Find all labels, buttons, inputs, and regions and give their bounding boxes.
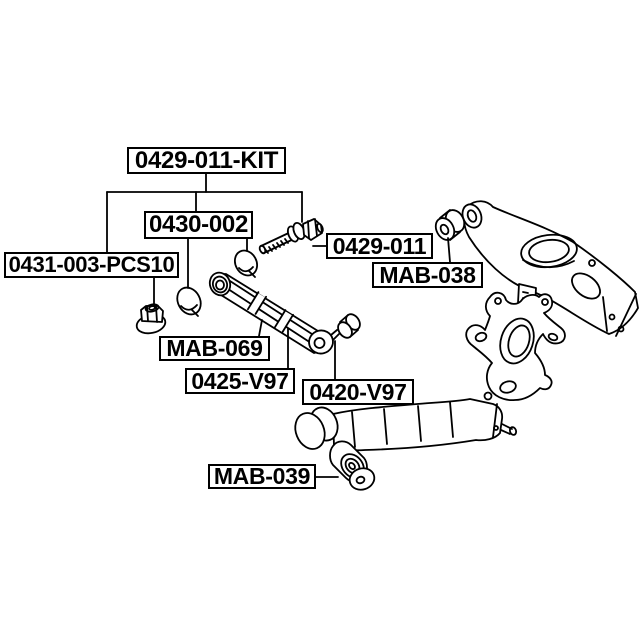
upper-lateral-arm-drawing — [208, 271, 340, 355]
part-label-0429-011: 0429-011 — [326, 233, 433, 259]
part-label-0425-v97: 0425-V97 — [185, 368, 295, 394]
cam-washer-left-drawing — [176, 286, 202, 317]
part-label-mab-038: MAB-038 — [372, 262, 483, 288]
arm-bushing-0420-drawing — [337, 313, 361, 339]
part-label-0429-011-kit: 0429-011-KIT — [127, 147, 286, 174]
cam-bolt-drawing — [258, 218, 324, 255]
part-label-0430-002: 0430-002 — [144, 211, 253, 239]
part-label-mab-039: MAB-039 — [208, 464, 316, 489]
washer-drawing — [348, 467, 376, 491]
trailing-arm-drawing — [294, 391, 518, 452]
part-label-0431-003-pcs10: 0431-003-PCS10 — [4, 252, 179, 278]
knuckle-drawing — [465, 291, 566, 401]
part-label-mab-069: MAB-069 — [159, 336, 270, 361]
connector-lines — [106, 172, 451, 478]
cam-washer-right-drawing — [234, 249, 258, 278]
lock-nut-drawing — [135, 303, 167, 335]
part-label-0420-v97: 0420-V97 — [302, 379, 414, 405]
lower-control-arm-drawing — [461, 200, 639, 337]
arm-bushing-mab038-drawing — [434, 209, 466, 241]
